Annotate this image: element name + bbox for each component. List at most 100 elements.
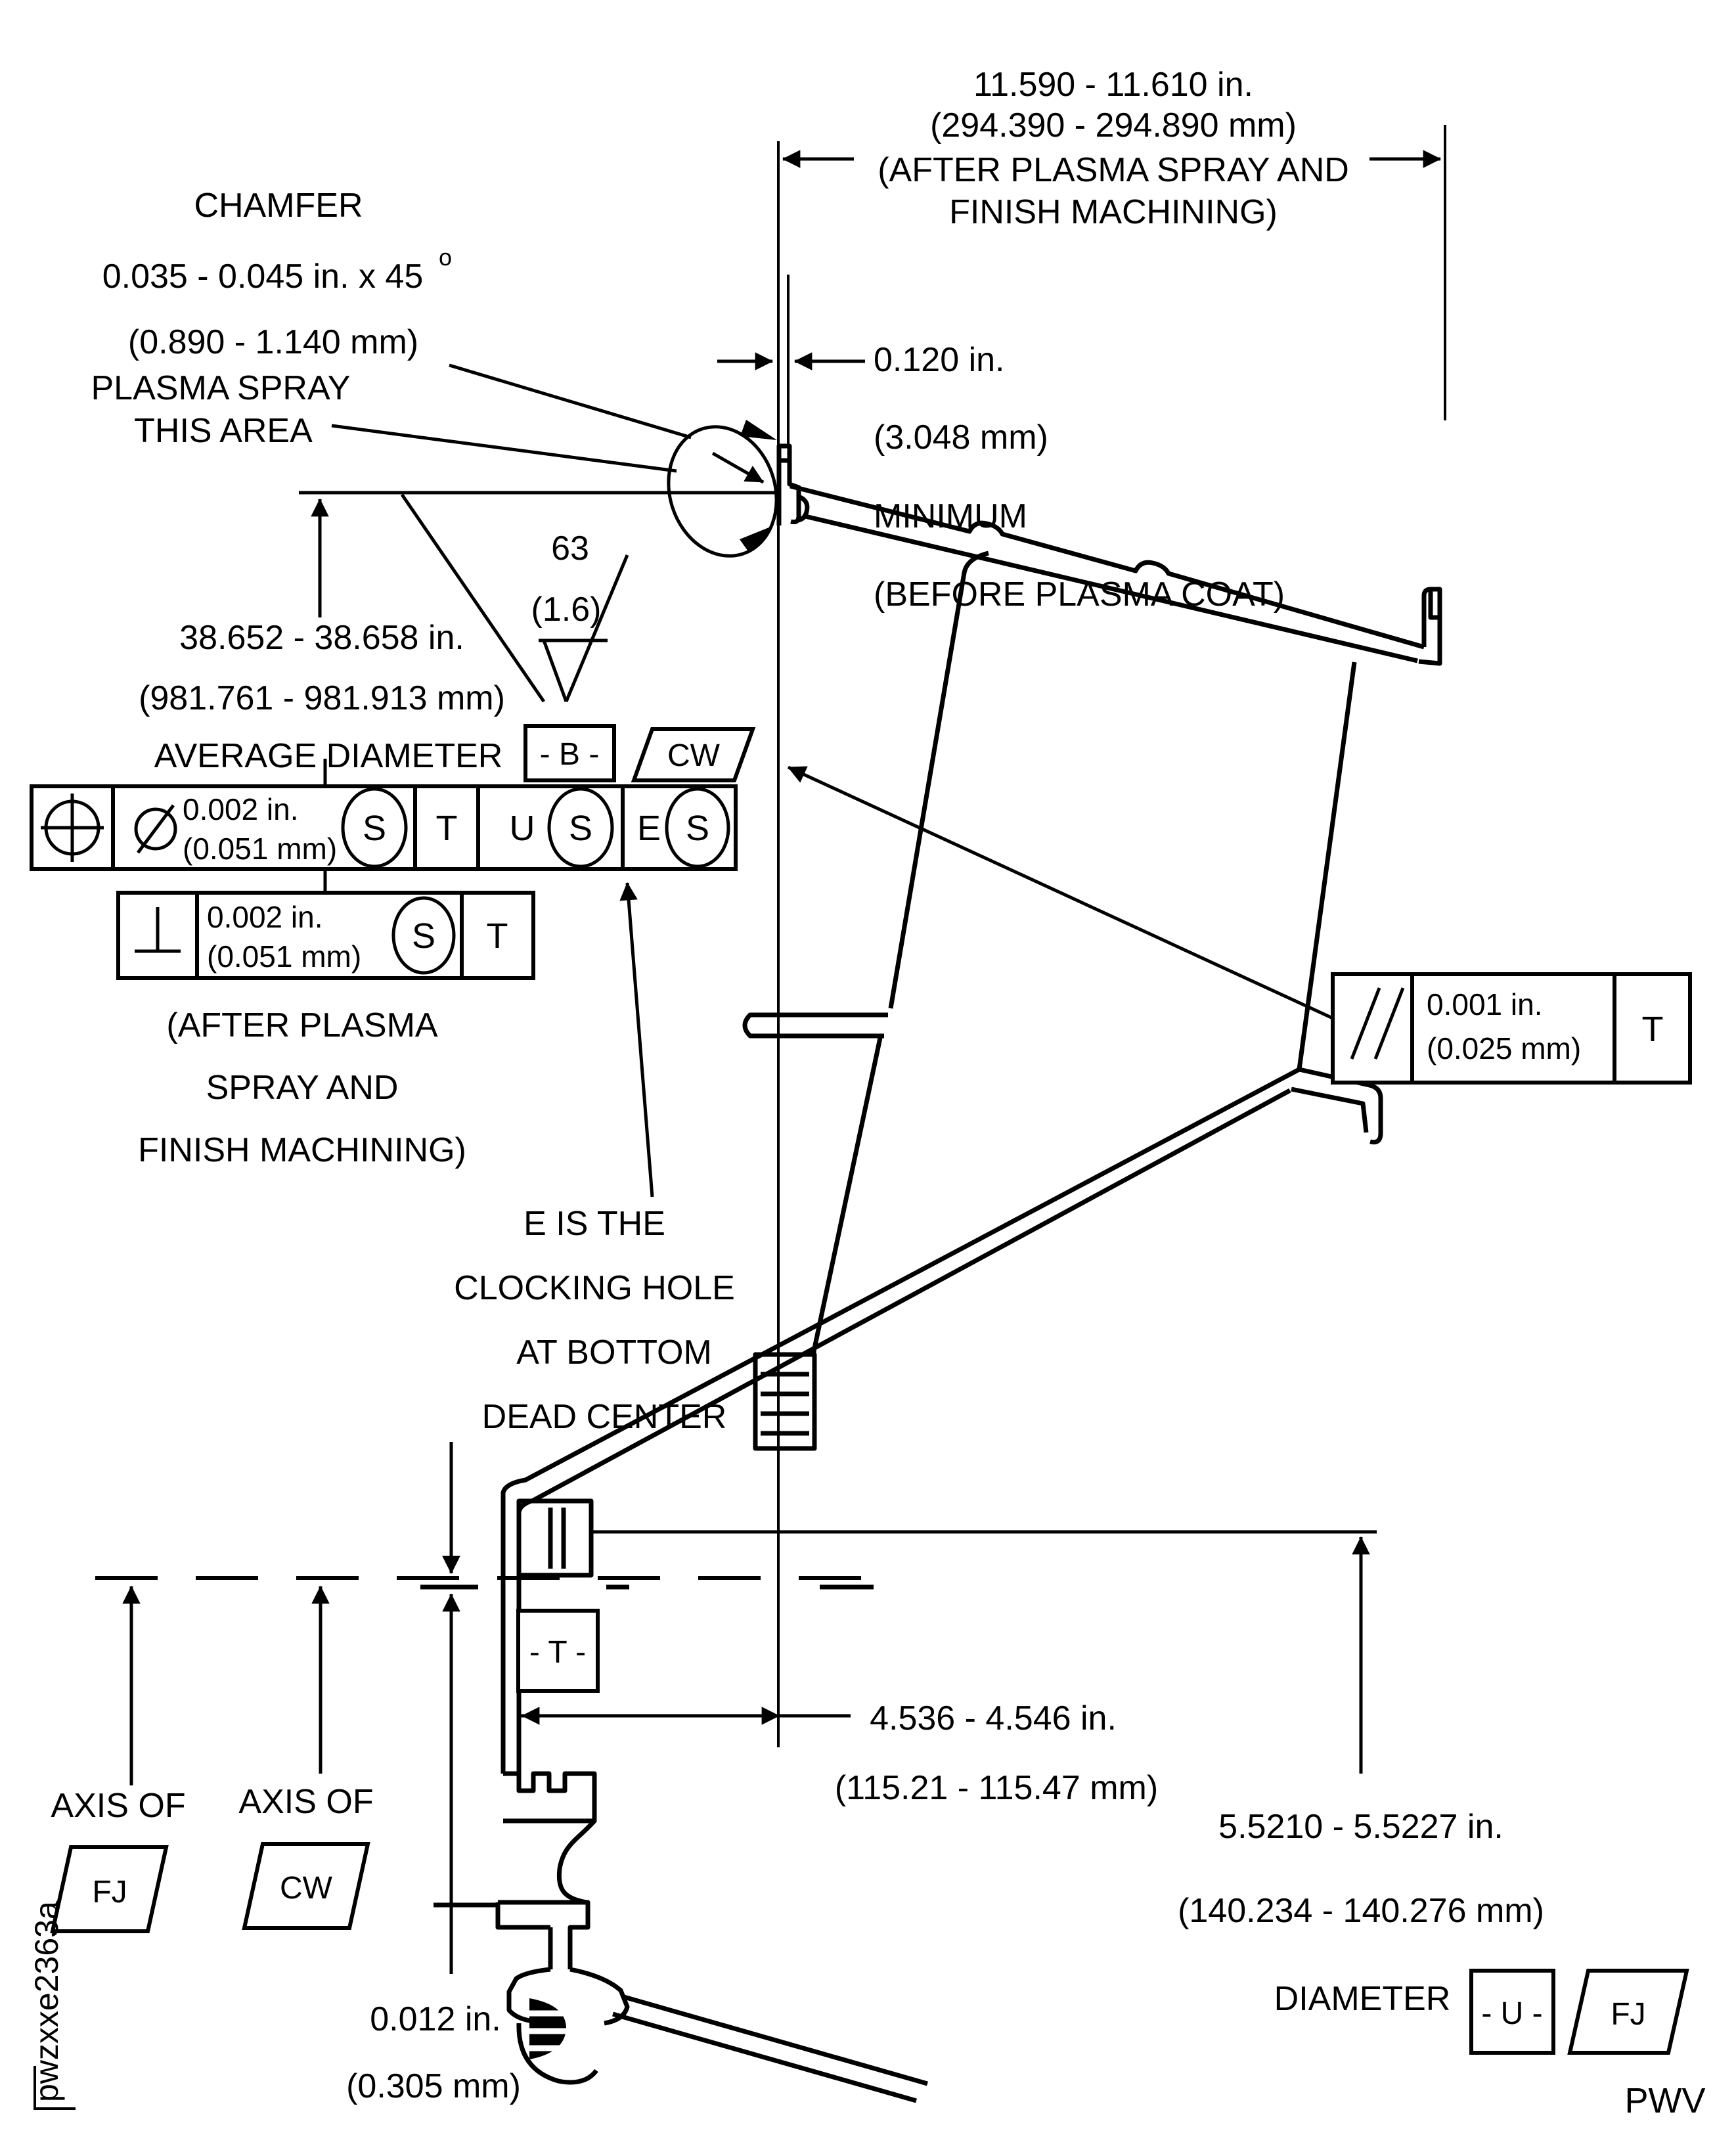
lower-right-flange bbox=[1291, 1067, 1383, 1145]
avg-dia-line3: AVERAGE DIAMETER bbox=[154, 737, 503, 775]
pos-tol-mm: (0.051 mm) bbox=[183, 832, 337, 866]
cone-right-edge bbox=[1297, 661, 1357, 1070]
fj-dim-flag bbox=[1567, 1969, 1689, 2055]
axis-of-fj-callout: AXIS OF FJ bbox=[50, 1585, 186, 1933]
dim-5521-callout: 5.5210 - 5.5227 in. (140.234 - 140.276 m… bbox=[591, 1530, 1689, 2055]
code-bracket bbox=[33, 2066, 76, 2110]
degree-symbol: o bbox=[439, 244, 452, 271]
chamfer-callout: CHAMFER 0.035 - 0.045 in. x 45 o (0.890 … bbox=[102, 187, 692, 439]
pos-mod1: S bbox=[363, 809, 386, 848]
dim4536-line1: 4.536 - 4.546 in. bbox=[870, 1699, 1117, 1737]
datum-t-box bbox=[516, 1609, 600, 1693]
s-modifier-circle bbox=[665, 787, 730, 868]
clocking-hole-boss bbox=[753, 1352, 817, 1451]
outer-skin bbox=[790, 483, 1425, 650]
coat-line2: (3.048 mm) bbox=[874, 418, 1048, 457]
balloon-arrowhead-upper bbox=[740, 420, 777, 440]
mid-left-tab bbox=[742, 1012, 888, 1039]
offset-line1: 0.012 in. bbox=[370, 2000, 501, 2038]
after-line2: SPRAY AND bbox=[206, 1069, 399, 1107]
avg-dia-line2: (981.761 - 981.913 mm) bbox=[139, 679, 505, 717]
fj-flag bbox=[50, 1845, 169, 1933]
fj-flag-label: FJ bbox=[92, 1875, 127, 1910]
cw-axis-flag-label: CW bbox=[280, 1871, 333, 1906]
dim-4536-callout: 4.536 - 4.546 in. (115.21 - 115.47 mm) bbox=[520, 1699, 1158, 1807]
balloon-arrowhead-lower bbox=[740, 526, 774, 553]
coat-line1: 0.120 in. bbox=[874, 341, 1005, 379]
footer: pwzxxe2363a PWV bbox=[28, 1901, 1706, 2120]
perp-mod: S bbox=[412, 916, 435, 956]
pos-datum1: T bbox=[436, 809, 458, 848]
perp-tol-mm: (0.051 mm) bbox=[207, 939, 361, 974]
surface-finish-symbol: 63 (1.6) bbox=[299, 491, 777, 703]
clocking-hole-note: E IS THE CLOCKING HOLE AT BOTTOM DEAD CE… bbox=[454, 882, 735, 1436]
axis-centerlines bbox=[95, 1576, 874, 1590]
cw-flag bbox=[631, 727, 756, 782]
par-tol-in: 0.001 in. bbox=[1427, 987, 1542, 1021]
clock-line2: CLOCKING HOLE bbox=[454, 1269, 735, 1307]
perp-tol-in: 0.002 in. bbox=[207, 900, 323, 934]
datum-t-label: - T - bbox=[529, 1635, 586, 1670]
top-dim-line3: (AFTER PLASMA SPRAY AND bbox=[878, 151, 1349, 189]
offset-line2: (0.305 mm) bbox=[346, 2067, 521, 2105]
parallelism-symbol-icon bbox=[1350, 987, 1405, 1060]
s-modifier-circle bbox=[341, 787, 408, 868]
chamfer-line2: 0.035 - 0.045 in. x 45 bbox=[102, 258, 424, 296]
after-plasma-note: (AFTER PLASMA SPRAY AND FINISH MACHINING… bbox=[138, 1006, 466, 1169]
drawing-code: pwzxxe2363a bbox=[28, 1901, 65, 2102]
datum-b-box bbox=[523, 724, 616, 782]
pos-datum3: E bbox=[637, 809, 661, 848]
dim5521-line1: 5.5210 - 5.5227 in. bbox=[1218, 1808, 1503, 1846]
pos-mod3: S bbox=[686, 809, 709, 848]
perpendicularity-symbol-icon bbox=[135, 907, 181, 953]
balloon-mid-arrow bbox=[711, 451, 765, 484]
hub-foot bbox=[434, 1900, 928, 2103]
pos-datum2: U bbox=[510, 809, 535, 848]
parallelism-leader bbox=[787, 765, 1334, 1020]
plasma-spray-callout: PLASMA SPRAY THIS AREA bbox=[91, 369, 677, 473]
cw-flag-label: CW bbox=[667, 738, 721, 773]
datum-t-callout: - T - bbox=[516, 1609, 600, 1693]
part-cross-section bbox=[434, 141, 1442, 2103]
coat-line4: (BEFORE PLASMA COAT) bbox=[874, 575, 1285, 614]
plasma-line2: THIS AREA bbox=[134, 412, 313, 450]
finish-value: 63 bbox=[551, 529, 589, 568]
top-dim-line1: 11.590 - 11.610 in. bbox=[973, 66, 1253, 104]
position-feature-control-frame: 0.002 in. (0.051 mm) S T U S E S bbox=[30, 759, 738, 871]
axis-of-cw-callout: AXIS OF CW bbox=[238, 1585, 374, 1930]
perp-datum: T bbox=[487, 916, 508, 956]
skirt-outer bbox=[501, 1067, 1301, 1774]
chamfer-leader bbox=[449, 363, 692, 439]
cw-axis-flag bbox=[242, 1842, 370, 1930]
par-tol-mm: (0.025 mm) bbox=[1427, 1031, 1581, 1065]
par-datum: T bbox=[1642, 1010, 1664, 1049]
inner-skin bbox=[805, 514, 1418, 663]
neck-boss bbox=[516, 1498, 594, 1578]
diameter-symbol-icon bbox=[134, 804, 177, 854]
axis-cw-label: AXIS OF bbox=[238, 1783, 373, 1821]
coat-line3: MINIMUM bbox=[874, 497, 1027, 535]
top-right-flange bbox=[1418, 587, 1442, 666]
axis-fj-label: AXIS OF bbox=[51, 1787, 185, 1825]
dim5521-line2: (140.234 - 140.276 mm) bbox=[1178, 1892, 1544, 1930]
hub-neck bbox=[556, 1819, 596, 1905]
perpendicularity-feature-control-frame: 0.002 in. (0.051 mm) S T bbox=[116, 869, 535, 980]
top-dim-line2: (294.390 - 294.890 mm) bbox=[930, 106, 1297, 145]
sheet-mark: PWV bbox=[1624, 2081, 1705, 2120]
plasma-line1: PLASMA SPRAY bbox=[91, 369, 351, 407]
cone-left-edge bbox=[888, 550, 989, 1009]
avg-diameter-callout: 38.652 - 38.658 in. (981.761 - 981.913 m… bbox=[139, 498, 756, 782]
plasma-area-balloon bbox=[667, 420, 778, 558]
finish-metric: (1.6) bbox=[531, 591, 602, 629]
datum-b-label: - B - bbox=[540, 737, 600, 772]
chamfer-line1: CHAMFER bbox=[194, 187, 363, 225]
pos-mod2: S bbox=[569, 809, 592, 848]
after-line1: (AFTER PLASMA bbox=[166, 1006, 437, 1044]
position-symbol-icon bbox=[41, 794, 104, 862]
clock-line3: AT BOTTOM bbox=[516, 1333, 712, 1372]
fj-dim-flag-label: FJ bbox=[1611, 1997, 1645, 2032]
dim5521-line3: DIAMETER bbox=[1274, 1980, 1451, 2018]
avg-dia-line1: 38.652 - 38.658 in. bbox=[179, 619, 464, 657]
s-modifier-circle bbox=[391, 896, 456, 975]
